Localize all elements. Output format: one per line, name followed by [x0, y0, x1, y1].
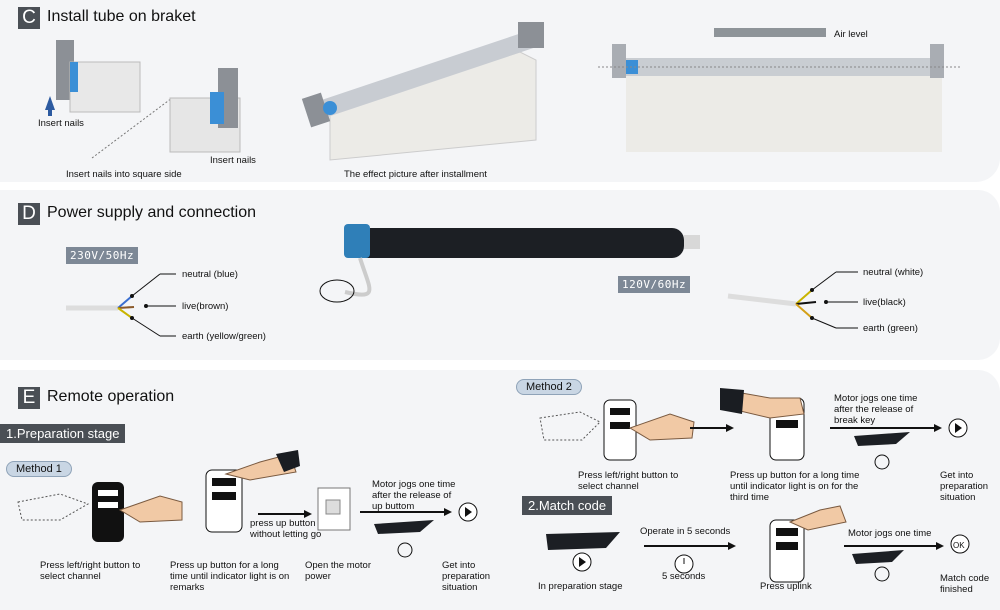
motor-tube [354, 228, 684, 258]
match-code-header: 2.Match code [522, 496, 613, 515]
m2-step2-label: Press up button for a long time until in… [730, 470, 860, 503]
section-title-remote: Remote operation [47, 388, 175, 405]
caption-effect: The effect picture after installment [344, 169, 487, 180]
m1-press-up-note: press up button without letting go [250, 518, 322, 540]
remote-section: E Remote operation 1.Preparation stage M… [0, 370, 1000, 610]
m1-step4-label: Get into preparation situation [442, 560, 491, 593]
ok-icon [950, 534, 970, 554]
air-level-label: Air level [834, 29, 868, 40]
left-wire-earth: earth (yellow/green) [182, 331, 266, 342]
mc-motor-note: Motor jogs one time [848, 528, 932, 539]
mc-step1-label: In preparation stage [538, 581, 623, 592]
insert-nails-label-2: Insert nails [210, 155, 256, 166]
mc-seconds-label: 5 seconds [662, 571, 706, 582]
right-wire-earth: earth (green) [863, 323, 918, 334]
install-illustration [45, 22, 960, 161]
mc-step2-label: Press uplink [760, 581, 812, 592]
section-letter-e: E [18, 387, 40, 409]
section-letter-c: C [18, 7, 40, 29]
power-outlet-icon [317, 487, 351, 531]
hand-outline-icon [17, 493, 90, 521]
voltage-badge-120: 120V/60Hz [618, 276, 691, 293]
up-arrow-icon [45, 96, 55, 110]
right-wire-live: live(black) [863, 297, 906, 308]
section-title-install: Install tube on braket [47, 8, 196, 25]
motor-head-icon [344, 224, 370, 258]
power-illustration [66, 224, 858, 337]
remote-illustration: OK [17, 388, 970, 583]
m1-motor-note: Motor jogs one time after the release of… [372, 479, 456, 512]
caption-square-side: Insert nails into square side [66, 169, 182, 180]
m2-step3-label: Get into preparation situation [940, 470, 989, 503]
m1-step2-label: Press up button for a long time until in… [170, 560, 290, 593]
mc-operate-note: Operate in 5 seconds [640, 526, 731, 537]
arrow-icon [304, 510, 312, 518]
prep-stage-header: 1.Preparation stage [0, 424, 126, 443]
vibrate-icon [397, 542, 413, 558]
left-wire-live: live(brown) [182, 301, 229, 312]
method1-badge: Method 1 [6, 461, 72, 477]
svg-text:OK: OK [953, 541, 965, 550]
remote-icon [92, 482, 124, 542]
left-wire-neutral: neutral (blue) [182, 269, 238, 280]
m2-motor-note: Motor jogs one time after the release of… [834, 393, 918, 426]
method2-badge: Method 2 [516, 379, 582, 395]
m2-step1-label: Press left/right button to select channe… [578, 470, 679, 492]
install-section: C Install tube on braket Insert nails In… [0, 0, 1000, 182]
power-section: D Power supply and connection 230V/50Hz … [0, 190, 1000, 360]
motor-tube-small [374, 520, 434, 534]
insert-nails-label-1: Insert nails [38, 118, 84, 129]
m1-step1-label: Press left/right button to select channe… [40, 560, 141, 582]
section-title-power: Power supply and connection [47, 204, 257, 221]
air-level-bar [714, 28, 826, 37]
right-wire-neutral: neutral (white) [863, 267, 924, 278]
voltage-badge-230: 230V/50Hz [66, 247, 139, 264]
hand-icon [118, 495, 183, 523]
m1-step3-label: Open the motor power [305, 560, 372, 582]
section-letter-d: D [18, 203, 40, 225]
mc-step3-label: Match code finished [940, 573, 990, 595]
